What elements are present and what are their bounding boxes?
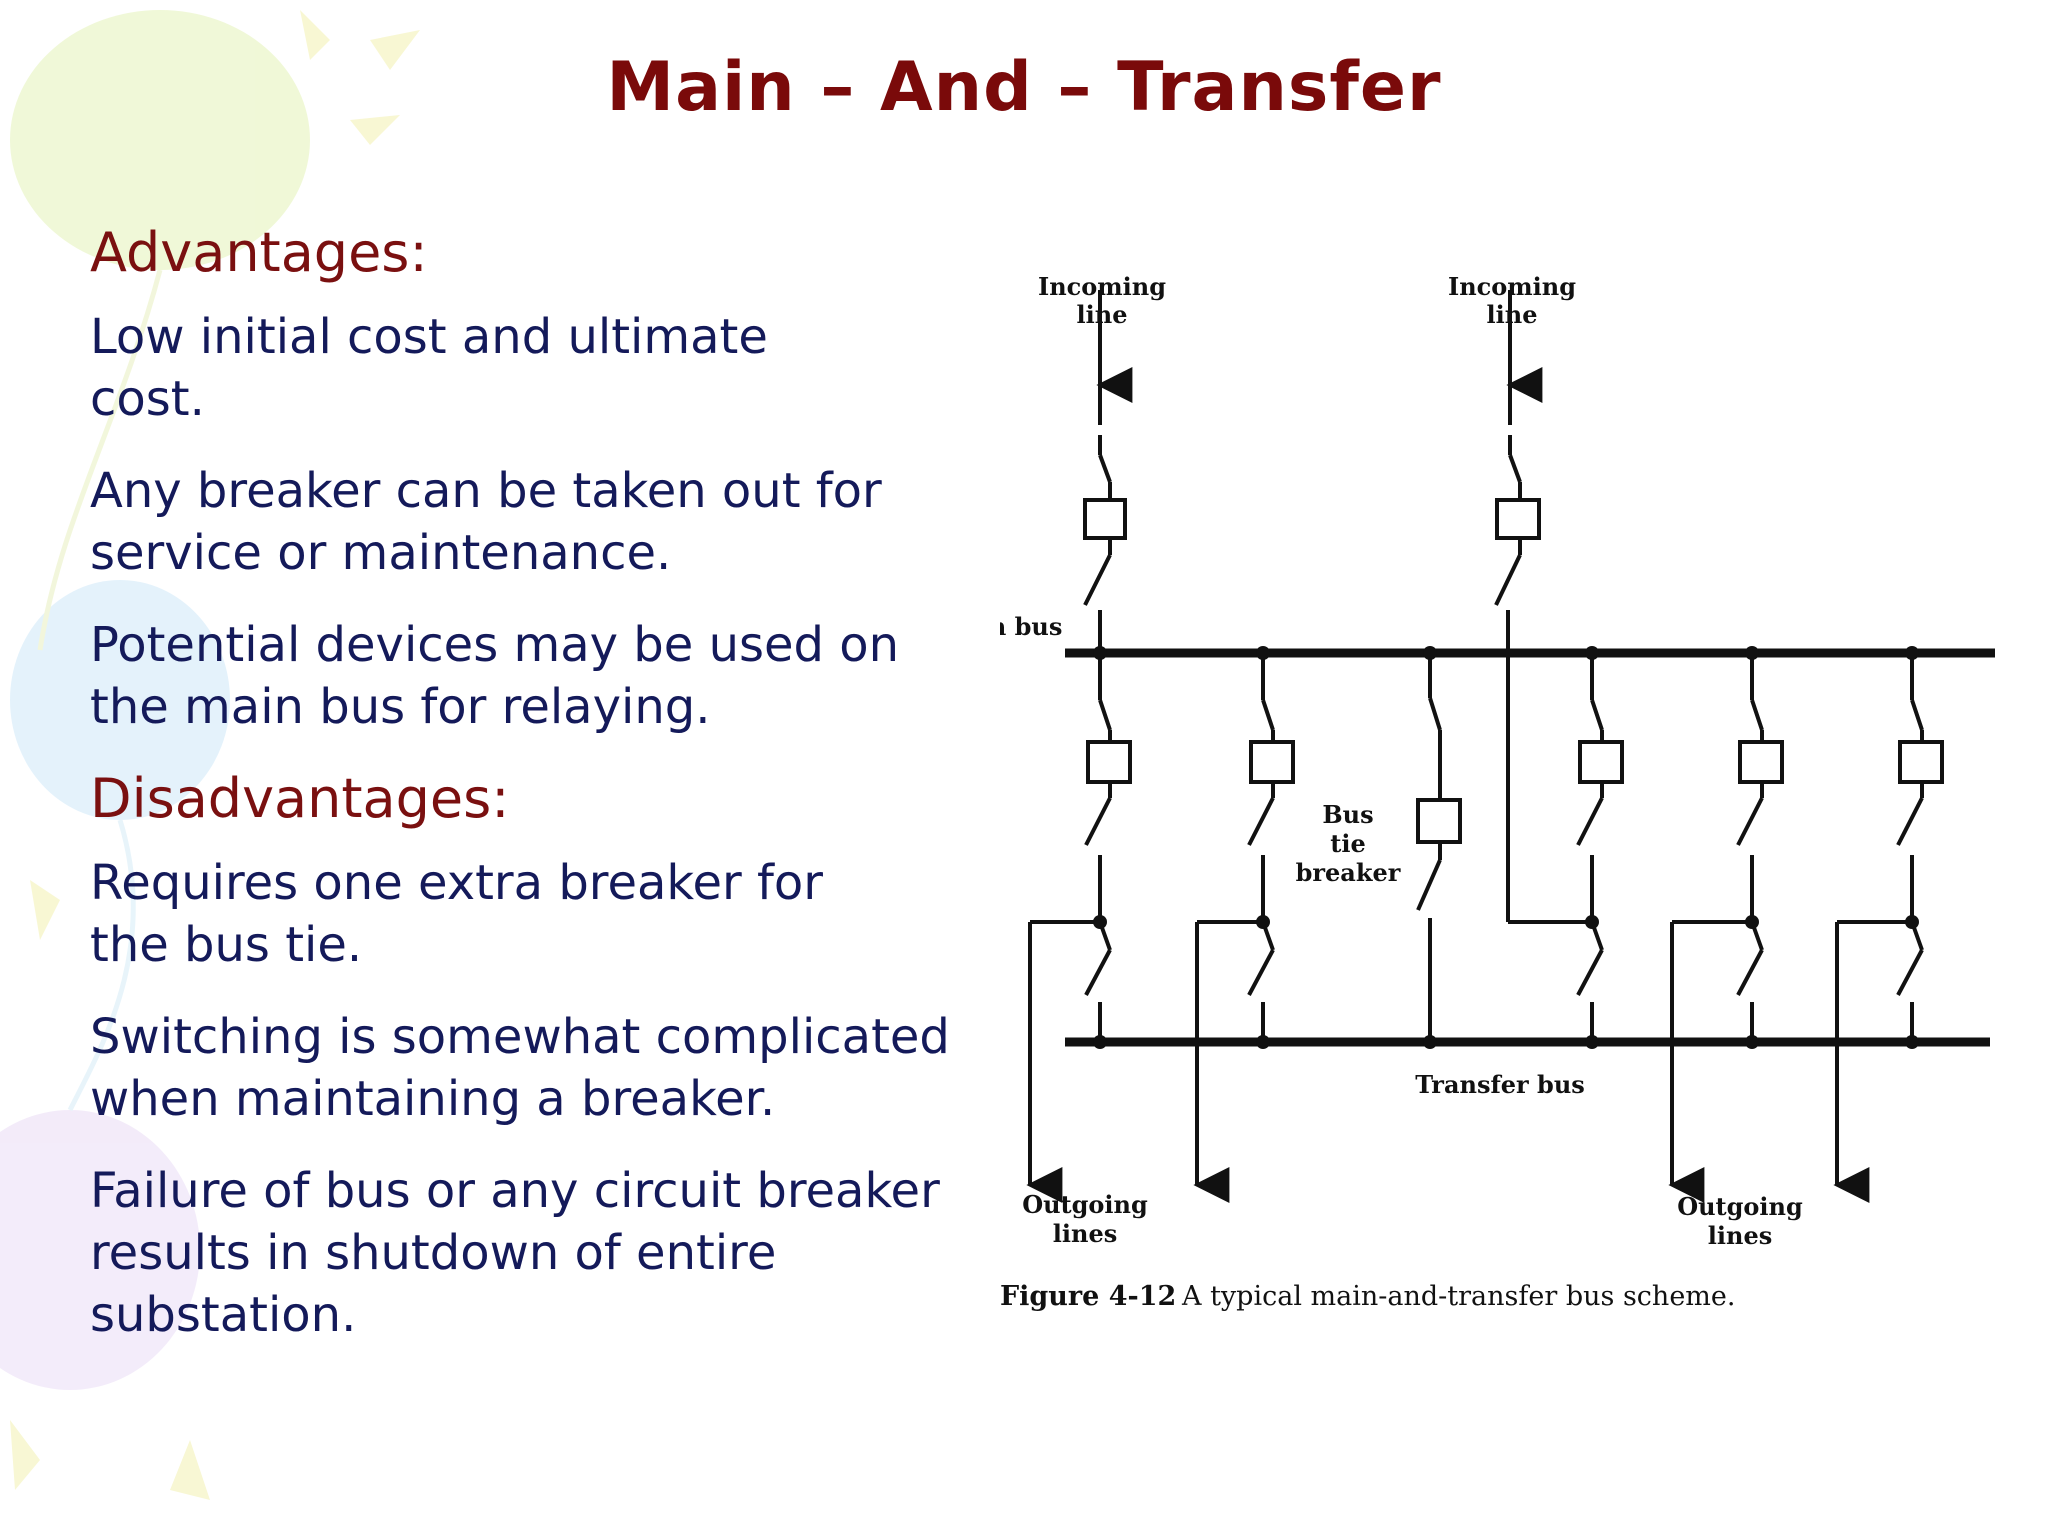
feeder-bay [1668,653,1784,1203]
slide-title: Main – And – Transfer [606,48,1442,127]
feeder-bay [1193,653,1295,1203]
disadvantages-heading: Disadvantages: [90,767,510,831]
bus-tie-breaker [1416,653,1462,1042]
outgoing-lines-left-label: Outgoing [1022,1190,1148,1219]
advantage-item: Any breaker can be taken out for service… [90,463,882,582]
incoming-line-left-label: Incoming [1038,272,1166,301]
disadvantage-item: Requires one extra breaker for the bus t… [90,855,824,974]
advantage-item: Low initial cost and ultimate cost. [90,309,768,428]
outgoing-lines-left-label: lines [1053,1219,1117,1248]
main-bus-label: Main bus [1000,612,1062,641]
outgoing-lines-right-label: lines [1708,1221,1772,1250]
bus-tie-label: tie [1330,829,1365,858]
outgoing-lines-right-label: Outgoing [1677,1192,1803,1221]
incoming-line-right [1494,290,1592,924]
junction-dots [1093,646,1919,1049]
incoming-line-left [1083,290,1133,653]
incoming-line-left-label: line [1077,300,1128,329]
disadvantage-item: Switching is somewhat complicated when m… [90,1009,950,1128]
advantage-item: Potential devices may be used on the mai… [90,617,900,736]
bus-tie-label: breaker [1296,858,1401,887]
bus-tie-label: Bus [1322,800,1373,829]
figure-caption-number: Figure 4-12 [1000,1281,1176,1312]
disadvantage-item: Failure of bus or any circuit breaker re… [90,1163,940,1344]
incoming-line-right-label: line [1487,300,1538,329]
feeder-bay [1576,653,1624,1042]
main-and-transfer-bus-diagram: Incoming line Incoming line Main bus Bus… [1000,272,1995,1312]
advantages-heading: Advantages: [90,221,428,284]
transfer-bus-label: Transfer bus [1415,1070,1585,1099]
feeder-bay [1833,653,1944,1203]
figure-caption-text: A typical main-and-transfer bus scheme. [1181,1281,1735,1312]
text-column: Advantages: Low initial cost and ultimat… [90,221,970,1376]
incoming-line-right-label: Incoming [1448,272,1576,301]
feeder-bay [1026,653,1132,1203]
